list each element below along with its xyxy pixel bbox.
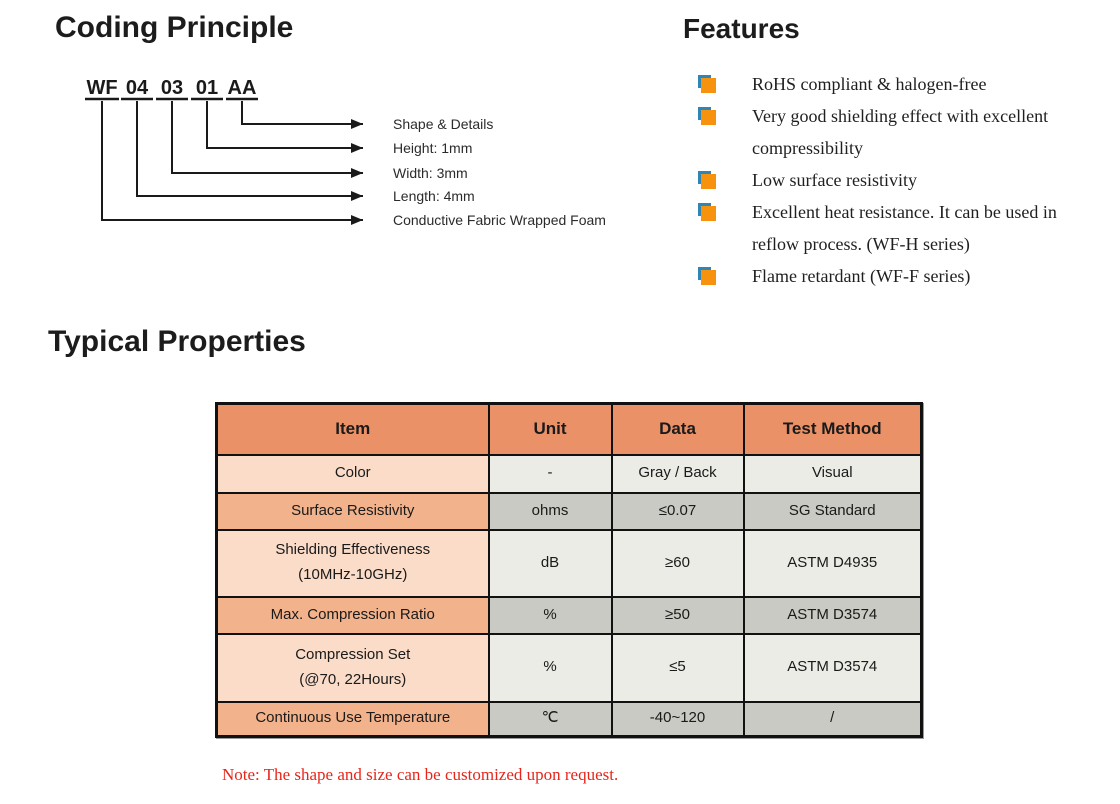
cell-unit: dB (487, 528, 613, 598)
typical-properties-table: Item Unit Data Test Method Color - Gray … (215, 402, 923, 738)
code-label-foam: Conductive Fabric Wrapped Foam (393, 212, 606, 228)
cell-item: Surface Resistivity (215, 491, 490, 531)
cell-data: ≥50 (610, 595, 745, 635)
typical-properties-title: Typical Properties (48, 325, 306, 358)
code-part-width: 03 (161, 77, 183, 99)
feature-text: Flame retardant (WF-F series) (752, 266, 971, 286)
list-item: Very good shielding effect with excellen… (698, 100, 1098, 164)
table-header-row: Item Unit Data Test Method (215, 402, 923, 456)
list-item: Excellent heat resistance. It can be use… (698, 196, 1098, 260)
feature-text: Excellent heat resistance. It can be use… (752, 202, 1057, 254)
cell-data: Gray / Back (610, 453, 745, 494)
code-label-shape: Shape & Details (393, 116, 493, 132)
cell-unit: ohms (487, 491, 613, 531)
arrow-line-height (206, 101, 363, 153)
checkbox-bullet-icon (698, 75, 716, 93)
cell-data: ≤5 (610, 632, 745, 703)
customization-note: Note: The shape and size can be customiz… (222, 765, 619, 784)
checkbox-bullet-icon (698, 171, 716, 189)
cell-item: Shielding Effectiveness(10MHz-10GHz) (215, 528, 490, 598)
checkbox-bullet-icon (698, 107, 716, 125)
coding-diagram: WF 04 03 01 AA Shape & Details Height: 1… (85, 77, 606, 228)
cell-item: Compression Set(@70, 22Hours) (215, 632, 490, 703)
checkbox-bullet-icon (698, 203, 716, 221)
cell-unit: - (487, 453, 613, 494)
code-part-length: 04 (126, 77, 149, 99)
code-label-width: Width: 3mm (393, 165, 468, 181)
feature-text: Low surface resistivity (752, 170, 917, 190)
checkbox-bullet-icon (698, 267, 716, 285)
cell-unit: % (487, 595, 613, 635)
code-part-wf: WF (86, 77, 117, 99)
cell-item: Color (215, 453, 490, 494)
features-list: RoHS compliant & halogen-free Very good … (698, 68, 1098, 292)
table-row: Shielding Effectiveness(10MHz-10GHz) dB … (215, 528, 923, 598)
cell-test: Visual (742, 453, 923, 494)
cell-test: ASTM D4935 (742, 528, 923, 598)
list-item: RoHS compliant & halogen-free (698, 68, 1098, 100)
cell-test: ASTM D3574 (742, 595, 923, 635)
feature-text: Very good shielding effect with excellen… (752, 106, 1049, 158)
cell-test: SG Standard (742, 491, 923, 531)
cell-unit: % (487, 632, 613, 703)
cell-unit: ℃ (487, 700, 613, 738)
code-label-length: Length: 4mm (393, 188, 475, 204)
table-row: Continuous Use Temperature ℃ -40~120 / (215, 700, 923, 738)
code-label-height: Height: 1mm (393, 140, 472, 156)
table-row: Surface Resistivity ohms ≤0.07 SG Standa… (215, 491, 923, 531)
arrow-line-foam (101, 101, 363, 225)
code-part-shape: AA (228, 77, 257, 99)
cell-test: / (742, 700, 923, 738)
table-row: Color - Gray / Back Visual (215, 453, 923, 494)
arrow-line-width (171, 101, 363, 178)
column-header-unit: Unit (487, 402, 613, 456)
feature-text: RoHS compliant & halogen-free (752, 74, 987, 94)
table-row: Compression Set(@70, 22Hours) % ≤5 ASTM … (215, 632, 923, 703)
column-header-data: Data (610, 402, 745, 456)
cell-data: -40~120 (610, 700, 745, 738)
cell-item: Continuous Use Temperature (215, 700, 490, 738)
column-header-test-method: Test Method (742, 402, 923, 456)
column-header-item: Item (215, 402, 490, 456)
table-row: Max. Compression Ratio % ≥50 ASTM D3574 (215, 595, 923, 635)
list-item: Low surface resistivity (698, 164, 1098, 196)
cell-data: ≤0.07 (610, 491, 745, 531)
cell-data: ≥60 (610, 528, 745, 598)
arrow-line-shape (241, 101, 363, 129)
arrow-line-length (136, 101, 363, 201)
list-item: Flame retardant (WF-F series) (698, 260, 1098, 292)
cell-test: ASTM D3574 (742, 632, 923, 703)
cell-item: Max. Compression Ratio (215, 595, 490, 635)
code-part-height: 01 (196, 77, 218, 99)
coding-principle-title: Coding Principle (55, 11, 294, 44)
features-title: Features (683, 13, 800, 44)
